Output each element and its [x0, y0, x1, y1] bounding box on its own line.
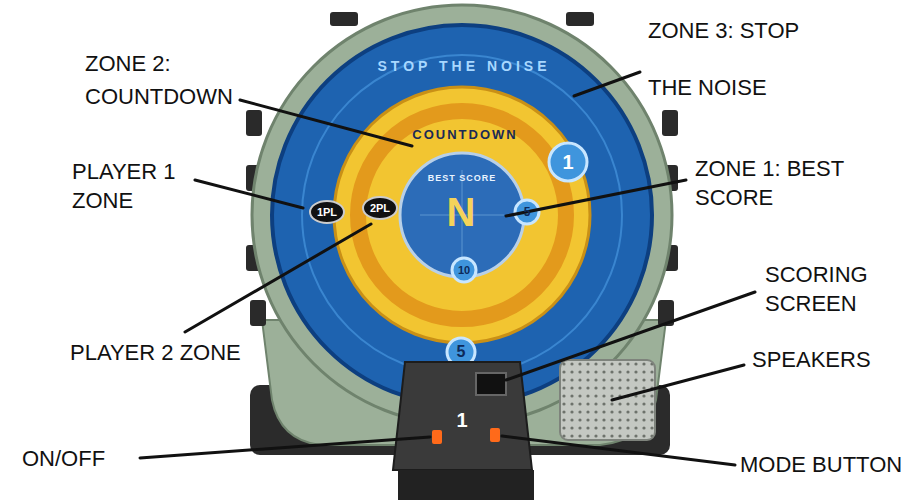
callout-label: SPEAKERS	[752, 345, 871, 374]
ring-text: COUNTDOWN	[412, 128, 517, 141]
logo-letter: N	[447, 192, 476, 232]
callout-label: PLAYER 1 ZONE	[72, 157, 192, 215]
zone-text: BEST SCORE	[428, 174, 497, 183]
callout-label: ON/OFF	[22, 444, 105, 473]
score-number: 1	[456, 410, 467, 430]
ring-text: STOP THE NOISE	[378, 59, 551, 73]
callout-label: PLAYER 2 ZONE	[70, 338, 241, 367]
callout-label: ZONE 3: STOP THE NOISE	[648, 2, 838, 116]
callout-label: ZONE 2: COUNTDOWN	[85, 47, 245, 113]
score-number: 5	[457, 344, 466, 360]
score-number: 5	[524, 206, 531, 218]
score-number: 1	[562, 152, 573, 172]
score-number: 10	[458, 265, 470, 276]
player-marker: 2PL	[370, 203, 390, 214]
callout-label: ZONE 1: BEST SCORE	[695, 154, 875, 212]
callout-label: MODE BUTTON	[740, 450, 902, 479]
callout-label: SCORING SCREEN	[765, 260, 885, 318]
player-marker: 1PL	[317, 207, 337, 218]
